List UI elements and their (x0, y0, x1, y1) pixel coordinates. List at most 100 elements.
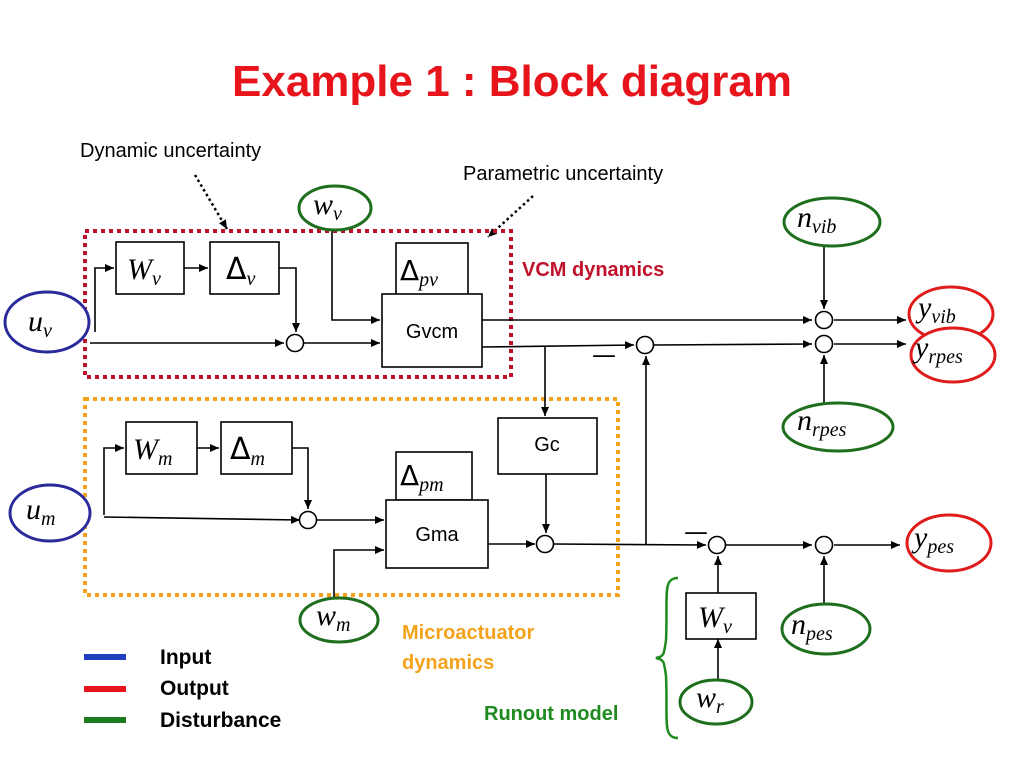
legend-swatch-disturbance (84, 717, 126, 723)
svg-text:wm: wm (316, 599, 350, 636)
signal-nrpes-disturbance: nrpes (781, 401, 895, 453)
runout-brace (655, 576, 679, 740)
parametric-uncertainty-note: Parametric uncertainty (463, 163, 663, 185)
minus-sign: — (592, 341, 616, 369)
signal-symbol: u (28, 305, 43, 338)
Delta-pm-block: Δpm (395, 451, 473, 501)
svg-text:Δpv: Δpv (400, 254, 438, 291)
vcm-dynamics-label: VCM dynamics (522, 259, 664, 281)
wire-Deltav-to-sum (279, 267, 300, 332)
microactuator-frame (83, 397, 620, 597)
Gvcm-block: Gvcm (381, 293, 483, 368)
signal-symbol: w (696, 681, 716, 714)
signal-yvib-output: yvib (907, 285, 995, 343)
signal-wm-disturbance: wm (298, 596, 380, 644)
summing-junction (707, 535, 727, 555)
block-symbol: Δ (400, 254, 419, 287)
svg-text:Wm: Wm (133, 433, 172, 470)
block-subscript: v (247, 268, 256, 290)
signal-yrpes-output: yrpes (909, 326, 997, 384)
block-subscript: m (251, 448, 265, 470)
microactuator-label: Microactuator (402, 622, 534, 644)
Gma-block: Gma (385, 499, 489, 569)
summing-junction (814, 535, 834, 555)
Wm-weight-block: Wm (125, 421, 198, 475)
svg-text:Δv: Δv (226, 252, 256, 290)
signal-wr-disturbance: wr (678, 678, 754, 726)
svg-text:Δpm: Δpm (400, 459, 444, 496)
Gc-label: Gc (534, 434, 560, 456)
svg-text:um: um (26, 493, 55, 530)
signal-wv-disturbance: wv (297, 184, 373, 232)
signal-subscript: m (41, 508, 55, 530)
wire-wv-to-Gvcm (331, 228, 380, 324)
wire-Gvcm-to-sum-mid (481, 341, 635, 350)
wire-um-to-sum (103, 515, 301, 524)
signal-symbol: y (915, 291, 932, 324)
svg-text:Wv: Wv (698, 601, 732, 638)
summing-junction (814, 310, 834, 330)
block-symbol: W (698, 601, 726, 634)
signal-ypes-output: ypes (905, 513, 993, 573)
signal-symbol: u (26, 493, 41, 526)
signal-subscript: vib (931, 306, 955, 328)
block-symbol: Δ (400, 459, 419, 492)
legend-input-label: Input (160, 646, 211, 669)
signal-subscript: v (43, 320, 52, 342)
signal-subscript: pes (804, 623, 833, 645)
block-subscript: pv (417, 269, 438, 291)
block-symbol: Δ (226, 252, 247, 287)
microactuator-label-line2: dynamics (402, 652, 494, 674)
svg-text:ypes: ypes (911, 521, 954, 558)
block-symbol: Δ (230, 432, 251, 467)
block-symbol: W (127, 253, 155, 286)
summing-junction (814, 334, 834, 354)
signal-subscript: v (333, 203, 342, 225)
svg-text:wr: wr (696, 681, 724, 718)
signal-uv-input: uv (3, 290, 91, 354)
signal-subscript: m (336, 614, 350, 636)
wire-sum-c-to-sum-r (553, 540, 707, 549)
svg-text:yvib: yvib (915, 291, 956, 328)
svg-text:nvib: nvib (797, 201, 836, 238)
signal-subscript: vib (812, 216, 836, 238)
svg-text:uv: uv (28, 305, 52, 342)
signal-um-input: um (8, 483, 92, 543)
Gc-block: Gc (497, 417, 598, 475)
signal-symbol: y (911, 521, 928, 554)
signal-subscript: rpes (812, 419, 847, 441)
signal-symbol: w (313, 188, 333, 221)
wire-wm-to-Gma (333, 546, 384, 597)
legend-output-label: Output (160, 677, 229, 700)
signal-symbol: n (791, 608, 806, 641)
signal-symbol: y (912, 331, 929, 364)
Delta-v-block: Δv (209, 241, 280, 295)
dynamic-uncertainty-note: Dynamic uncertainty (80, 140, 261, 162)
wire-sum-mid-to-sum-rpes (653, 340, 813, 349)
vcm-dynamics-frame (83, 229, 513, 379)
minus-sign: — (684, 518, 708, 546)
signal-nvib-disturbance: nvib (782, 196, 882, 248)
block-symbol: W (133, 433, 161, 466)
legend-swatch-output (84, 686, 126, 692)
block-subscript: v (152, 268, 161, 290)
Delta-pv-block: Δpv (395, 242, 469, 296)
runout-model-label: Runout model (484, 703, 618, 725)
svg-text:yrpes: yrpes (912, 331, 963, 368)
signal-symbol: n (797, 201, 812, 234)
signal-subscript: r (716, 696, 724, 718)
block-subscript: m (158, 448, 172, 470)
summing-junction (298, 510, 318, 530)
page-title: Example 1 : Block diagram (232, 57, 792, 106)
Wv-weight-block: Wv (115, 241, 185, 295)
summing-junction (535, 534, 555, 554)
wire-uv-to-Wv (94, 264, 114, 332)
legend: Input Output Disturbance (84, 646, 281, 732)
signal-symbol: n (797, 404, 812, 437)
svg-text:wv: wv (313, 188, 342, 225)
signal-subscript: rpes (928, 346, 963, 368)
legend-disturbance-label: Disturbance (160, 709, 281, 732)
legend-swatch-input (84, 654, 126, 660)
svg-text:Δm: Δm (230, 432, 265, 470)
